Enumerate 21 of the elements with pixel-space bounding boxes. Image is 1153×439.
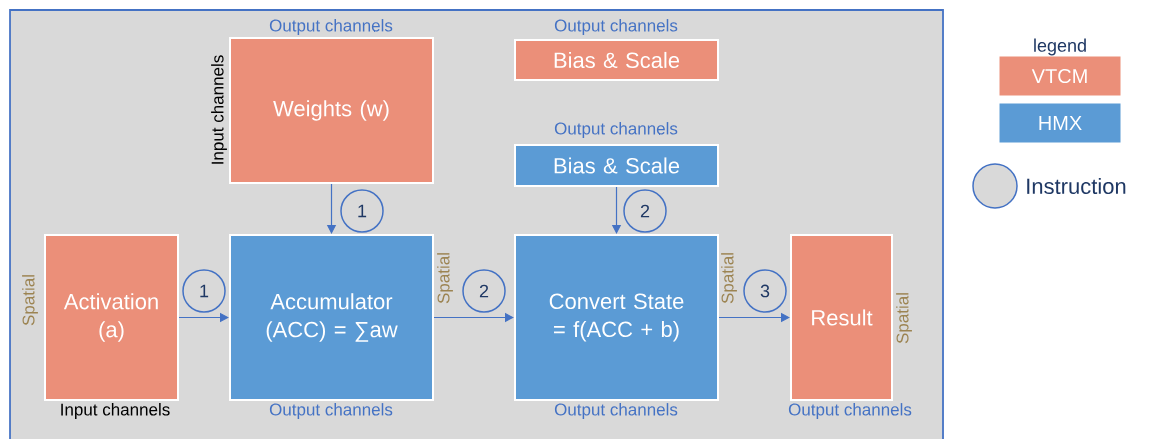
axis-label: Spatial [22, 275, 38, 326]
memory-box: Bias & Scale [514, 144, 719, 187]
axis-label: Output channels [269, 403, 393, 419]
memory-box: Accumulator (ACC) = ∑aw [229, 234, 434, 401]
axis-label: Output channels [554, 403, 678, 419]
axis-label: Input channels [211, 55, 227, 164]
memory-box: Convert State = f(ACC + b) [514, 234, 719, 401]
axis-label: Spatial [896, 293, 912, 344]
memory-box: Result [790, 234, 893, 401]
legend-text: Instruction [1027, 177, 1126, 195]
memory-box: Bias & Scale [514, 39, 719, 81]
axis-label: Output channels [554, 122, 678, 138]
memory-box: Weights (w) [229, 37, 434, 184]
memory-box: Activation (a) [44, 234, 179, 401]
axis-label: Input channels [61, 403, 170, 419]
axis-label: Spatial [721, 253, 737, 304]
axis-label: Output channels [788, 403, 912, 419]
axis-label: Output channels [554, 19, 678, 35]
axis-label: Spatial [437, 253, 453, 304]
legend-heading: legend [1034, 38, 1086, 56]
axis-label: Output channels [269, 19, 393, 35]
